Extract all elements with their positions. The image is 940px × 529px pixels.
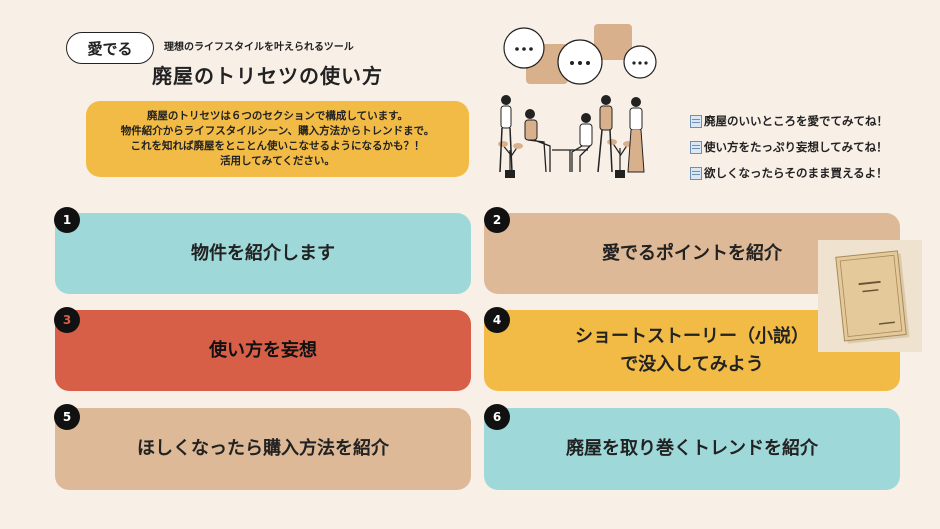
section-number-badge: 3	[54, 307, 80, 333]
section-label: 廃屋を取り巻くトレンドを紹介	[566, 438, 818, 459]
intro-line: 活用してみてください。	[220, 155, 335, 167]
section-label: 物件を紹介します	[191, 242, 335, 264]
feature-list-item: 廃屋のいいところを愛でてみてね！	[690, 108, 888, 134]
section-number-badge: 5	[54, 404, 80, 430]
book-photo	[818, 240, 922, 352]
section-number-badge: 2	[484, 207, 510, 233]
memo-icon	[690, 140, 702, 154]
category-pill-label: 愛でる	[87, 39, 133, 58]
section-card-usage[interactable]: 使い方を妄想	[55, 310, 471, 391]
intro-line: 廃屋のトリセツは６つのセクションで構成しています。	[146, 110, 409, 122]
section-card-property-intro[interactable]: 物件を紹介します	[55, 213, 471, 294]
section-label: 愛でるポイントを紹介	[602, 242, 782, 264]
category-pill: 愛でる	[66, 32, 154, 64]
section-label: 使い方を妄想	[209, 339, 317, 361]
memo-icon	[690, 166, 702, 180]
feature-text: 廃屋のいいところを愛でてみてね！	[704, 114, 888, 128]
feature-text: 欲しくなったらそのまま買えるよ！	[704, 166, 888, 180]
section-card-trend[interactable]: 廃屋を取り巻くトレンドを紹介	[484, 408, 900, 490]
feature-list-item: 欲しくなったらそのまま買えるよ！	[690, 160, 888, 186]
page-title: 廃屋のトリセツの使い方	[152, 64, 383, 88]
intro-line: 物件紹介からライフスタイルシーン、購入方法からトレンドまで。	[120, 125, 435, 137]
section-label: ほしくなったら購入方法を紹介	[137, 438, 389, 459]
feature-list-item: 使い方をたっぷり妄想してみてね！	[690, 134, 888, 160]
intro-box: 廃屋のトリセツは６つのセクションで構成しています。 物件紹介からライフスタイルシ…	[86, 101, 469, 177]
intro-line: これを知れば廃屋をとことん使いこなせるようになるかも？！	[130, 140, 425, 152]
section-number-badge: 4	[484, 307, 510, 333]
section-card-purchase[interactable]: ほしくなったら購入方法を紹介	[55, 408, 471, 490]
people-chatting-illustration	[498, 24, 657, 178]
memo-icon	[690, 114, 702, 128]
tagline: 理想のライフスタイルを叶えられるツール	[164, 42, 354, 53]
section-label-line2: で没入してみよう	[620, 353, 764, 375]
feature-list: 廃屋のいいところを愛でてみてね！ 使い方をたっぷり妄想してみてね！ 欲しくなった…	[690, 108, 888, 186]
feature-text: 使い方をたっぷり妄想してみてね！	[704, 140, 888, 154]
section-number-badge: 1	[54, 207, 80, 233]
section-number-badge: 6	[484, 404, 510, 430]
section-label-line1: ショートストーリー（小説）	[575, 325, 809, 347]
